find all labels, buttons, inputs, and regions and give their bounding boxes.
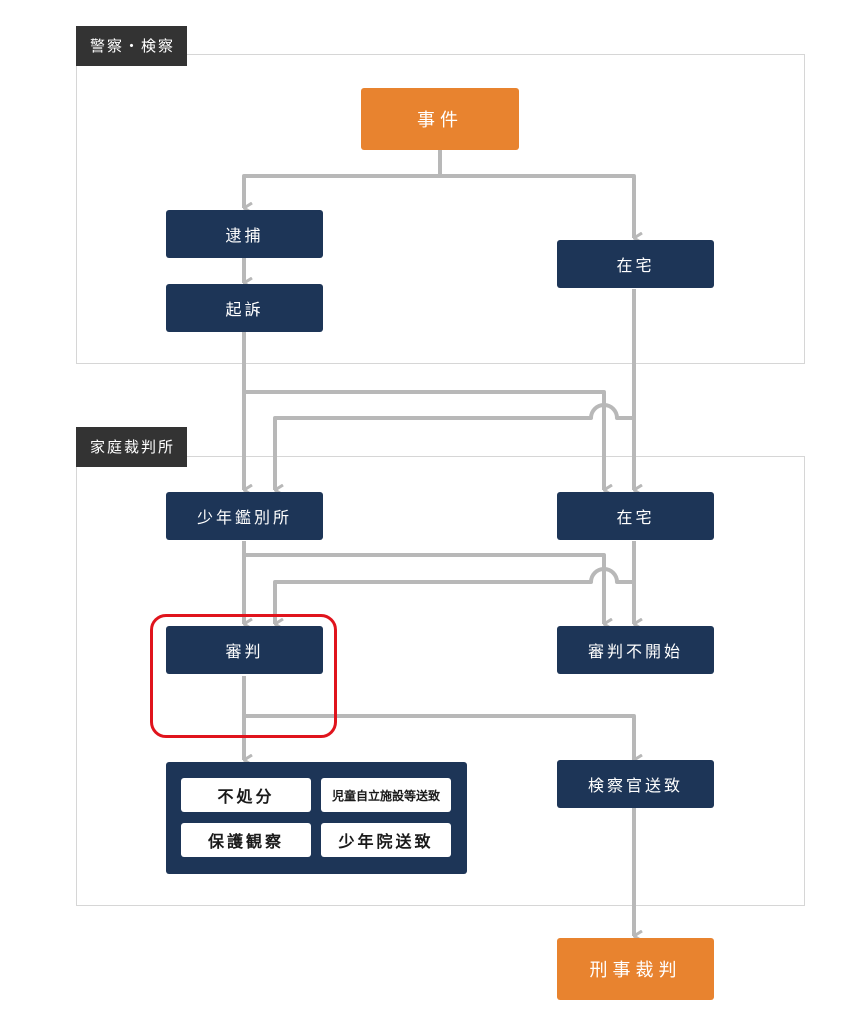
node-at-home-police: 在宅 bbox=[557, 240, 714, 288]
node-incident: 事件 bbox=[361, 88, 519, 150]
node-criminal-trial: 刑事裁判 bbox=[557, 938, 714, 1000]
node-trial: 審判 bbox=[166, 626, 323, 674]
outcome-probation: 保護観察 bbox=[181, 823, 311, 857]
outcome-child-facility: 児童自立施設等送致 bbox=[321, 778, 451, 812]
family-court-section-title: 家庭裁判所 bbox=[76, 427, 188, 467]
node-indictment: 起訴 bbox=[166, 284, 323, 332]
node-juvenile-classification: 少年鑑別所 bbox=[166, 492, 323, 540]
trial-highlight-outline bbox=[150, 614, 337, 738]
police-section-title: 警察・検察 bbox=[76, 26, 188, 66]
connector-athome-to-classification bbox=[273, 403, 634, 490]
connector-trial-to-referral bbox=[244, 714, 634, 760]
connector-incident-to-athome bbox=[440, 174, 634, 238]
node-trial-not-started: 審判不開始 bbox=[557, 626, 714, 674]
node-prosecutor-referral: 検察官送致 bbox=[557, 760, 714, 808]
outcome-no-disposition: 不処分 bbox=[181, 778, 311, 812]
node-arrest: 逮捕 bbox=[166, 210, 323, 258]
outcomes-panel: 不処分 児童自立施設等送致 保護観察 少年院送致 bbox=[166, 762, 467, 874]
connector-classification-to-notstarted bbox=[244, 553, 604, 624]
outcome-reformatory: 少年院送致 bbox=[321, 823, 451, 857]
node-at-home-court: 在宅 bbox=[557, 492, 714, 540]
connector-incident-to-arrest bbox=[242, 174, 440, 208]
connector-indictment-to-athome bbox=[244, 390, 604, 490]
connector-athome-court-to-trial bbox=[273, 567, 634, 624]
